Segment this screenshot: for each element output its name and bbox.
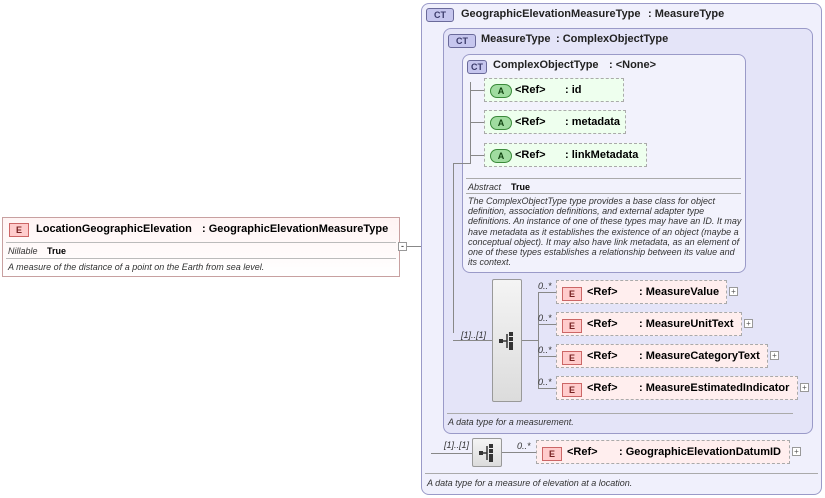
element-type: : MeasureUnitText xyxy=(639,318,734,330)
complex-object-type-base: : <None> xyxy=(609,59,657,71)
abstract-label: Abstract xyxy=(468,182,502,192)
element-measure-unit-text[interactable]: E <Ref> : MeasureUnitText xyxy=(556,312,742,336)
expand-icon[interactable]: + xyxy=(770,351,779,360)
attribute-icon: A xyxy=(490,149,512,163)
attribute-icon: A xyxy=(490,84,512,98)
complex-object-type-name: ComplexObjectType xyxy=(493,59,599,71)
sequence-occurrence: [1]..[1] xyxy=(444,440,470,450)
element-icon: E xyxy=(562,287,582,301)
element-measure-estimated-indicator[interactable]: E <Ref> : MeasureEstimatedIndicator xyxy=(556,376,798,400)
element-ref: <Ref> xyxy=(587,382,618,394)
element-measure-value[interactable]: E <Ref> : MeasureValue xyxy=(556,280,727,304)
sequence-occurrence: [1]..[1] xyxy=(461,330,487,340)
element-ref: <Ref> xyxy=(567,446,598,458)
outer-type-base: : MeasureType xyxy=(648,8,725,20)
root-element-box[interactable]: E LocationGeographicElevation : Geograph… xyxy=(2,217,400,277)
element-ref: <Ref> xyxy=(587,286,618,298)
element-type: : GeographicElevationDatumID xyxy=(619,446,781,458)
measure-type-doc: A data type for a measurement. xyxy=(448,417,574,427)
sequence-compositor[interactable] xyxy=(492,279,522,402)
child-occurrence: 0..* xyxy=(538,313,552,323)
element-type: : MeasureCategoryText xyxy=(639,350,760,362)
root-element-type: : GeographicElevationMeasureType xyxy=(202,223,389,235)
sequence-icon xyxy=(499,332,513,350)
root-element-doc: A measure of the distance of a point on … xyxy=(8,262,265,272)
child-occurrence: 0..* xyxy=(538,281,552,291)
attribute-link-metadata[interactable]: A <Ref> : linkMetadata xyxy=(484,143,647,167)
element-icon: E xyxy=(562,319,582,333)
element-type: : MeasureEstimatedIndicator xyxy=(639,382,790,394)
sequence-icon xyxy=(479,444,493,462)
expand-icon[interactable]: + xyxy=(729,287,738,296)
child-occurrence: 0..* xyxy=(538,377,552,387)
element-icon: E xyxy=(542,447,562,461)
element-measure-category-text[interactable]: E <Ref> : MeasureCategoryText xyxy=(556,344,768,368)
attribute-ref: <Ref> xyxy=(515,116,546,128)
element-ref: <Ref> xyxy=(587,318,618,330)
expand-icon[interactable]: + xyxy=(744,319,753,328)
attribute-type: : id xyxy=(565,84,582,96)
element-ref: <Ref> xyxy=(587,350,618,362)
root-element-name: LocationGeographicElevation xyxy=(36,223,192,235)
element-type: : MeasureValue xyxy=(639,286,720,298)
element-icon: E xyxy=(562,351,582,365)
expand-icon[interactable]: + xyxy=(800,383,809,392)
outer-type-doc: A data type for a measure of elevation a… xyxy=(427,478,633,488)
element-icon: E xyxy=(9,223,29,237)
attribute-metadata[interactable]: A <Ref> : metadata xyxy=(484,110,626,134)
complex-object-type-doc: The ComplexObjectType type provides a ba… xyxy=(468,196,742,268)
attribute-ref: <Ref> xyxy=(515,84,546,96)
attribute-icon: A xyxy=(490,116,512,130)
abstract-value: True xyxy=(511,182,531,192)
expand-icon[interactable]: + xyxy=(792,447,801,456)
element-geographic-elevation-datum-id[interactable]: E <Ref> : GeographicElevationDatumID xyxy=(536,440,790,464)
complex-type-icon: CT xyxy=(448,34,476,48)
attribute-ref: <Ref> xyxy=(515,149,546,161)
child-occurrence: 0..* xyxy=(517,441,531,451)
nillable-value: True xyxy=(47,246,67,256)
outer-type-name: GeographicElevationMeasureType xyxy=(461,8,641,20)
measure-type-name: MeasureType xyxy=(481,33,551,45)
complex-type-icon: CT xyxy=(467,60,487,74)
attribute-id[interactable]: A <Ref> : id xyxy=(484,78,624,102)
attribute-type: : linkMetadata xyxy=(565,149,639,161)
child-occurrence: 0..* xyxy=(538,345,552,355)
element-icon: E xyxy=(562,383,582,397)
nillable-label: Nillable xyxy=(8,246,38,256)
complex-type-icon: CT xyxy=(426,8,454,22)
sequence-compositor[interactable] xyxy=(472,438,502,467)
collapse-toggle[interactable]: - xyxy=(398,242,407,251)
measure-type-base: : ComplexObjectType xyxy=(556,33,669,45)
attribute-type: : metadata xyxy=(565,116,621,128)
